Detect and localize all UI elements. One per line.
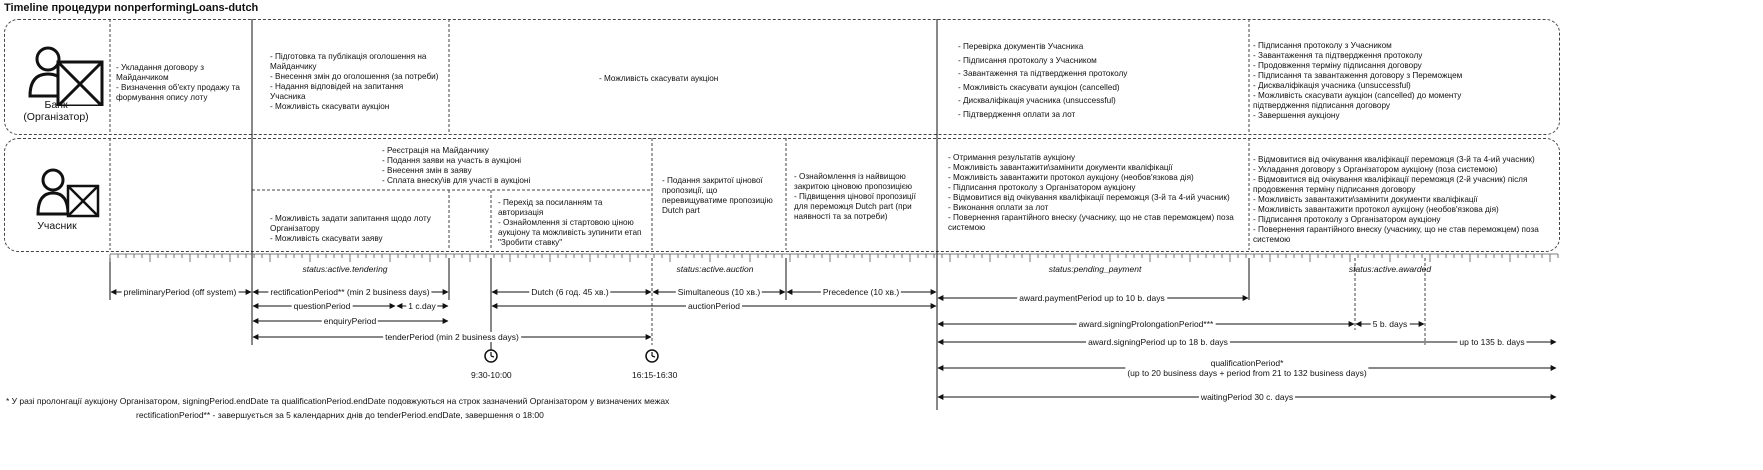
status-pending-payment: status:pending_payment (1048, 264, 1142, 274)
period-dutch: Dutch (6 год. 45 хв.) (529, 287, 611, 297)
period-precedence: Precedence (10 хв.) (820, 287, 902, 297)
page-title: Timeline процедури nonperformingLoans-du… (4, 2, 259, 14)
participant-cell-dutch: - Перехід за посиланням та авторизація -… (498, 198, 642, 247)
period-simultaneous: Simultaneous (10 хв.) (675, 287, 763, 297)
period-auction: auctionPeriod (686, 301, 742, 311)
status-auction: status:active.auction (676, 264, 754, 274)
period-signing: award.signingPeriod up to 18 b. days (1086, 337, 1230, 347)
bank-lane (4, 19, 1560, 135)
participant-lane (4, 138, 1560, 252)
time-ruler (109, 253, 1559, 262)
period-1-day: 1 c.day (406, 301, 438, 311)
bank-cell-awarded: - Підписання протоколу з Учасником - Зав… (1253, 41, 1463, 120)
clock-icon (484, 349, 498, 363)
bank-cell-auction: - Можливість скасувати аукціон (599, 74, 719, 83)
participant-cell-pending-payment: - Отримання результатів аукціону - Можли… (948, 153, 1234, 232)
status-awarded: status:active.awarded (1348, 264, 1432, 274)
period-signing-prolongation: award.signingProlongationPeriod*** (1076, 319, 1216, 329)
period-qualification: qualificationPeriod* (up to 20 business … (1125, 358, 1369, 378)
period-question: questionPeriod (291, 301, 353, 311)
clock-time-dutch-end: 16:15-16:30 (632, 370, 678, 380)
bank-cell-preliminary: - Укладання договору з Майданчиком - Виз… (116, 63, 240, 102)
participant-cell-awarded: - Відмовитися від очікування кваліфікаці… (1253, 155, 1539, 244)
bank-actor-icon (28, 46, 106, 106)
period-rectification: rectificationPeriod** (min 2 business da… (268, 287, 432, 297)
clock-time-dutch-start: 9:30-10:00 (471, 370, 512, 380)
period-payment: award.paymentPeriod up to 10 b. days (1017, 293, 1167, 303)
participant-cell-precedence: - Ознайомлення із найвищою закритою ціно… (794, 172, 916, 221)
period-tender: tenderPeriod (min 2 business days) (383, 332, 521, 342)
participant-cell-registration: - Реєстрація на Майданчику - Подання зая… (382, 146, 531, 185)
bank-cell-pending-payment: - Перевірка документів Учасника - Підпис… (958, 42, 1128, 119)
bank-actor-label: Банк (Організатор) (23, 99, 89, 123)
participant-cell-questions: - Можливість задати запитання щодо лоту … (270, 214, 431, 243)
period-preliminary: preliminaryPeriod (off system) (121, 287, 239, 297)
period-up-to-135: up to 135 b. days (1457, 337, 1527, 347)
participant-actor-icon (36, 168, 102, 220)
status-tendering: status:active.tendering (302, 264, 388, 274)
period-5-days: 5 b. days (1370, 319, 1410, 329)
footnote-prolongation: * У разі пролонгації аукціону Організато… (6, 396, 670, 406)
period-waiting: waitingPeriod 30 c. days (1198, 392, 1296, 402)
footnote-rectification: rectificationPeriod** - завершується за … (136, 410, 544, 420)
participant-cell-sealed-bid: - Подання закритої цінової пропозиції, щ… (662, 176, 773, 215)
clock-icon (645, 349, 659, 363)
period-enquiry: enquiryPeriod (321, 316, 379, 326)
participant-actor-label: Учасник (37, 220, 77, 232)
bank-cell-rectification: - Підготовка та публікація оголошення на… (270, 52, 439, 111)
